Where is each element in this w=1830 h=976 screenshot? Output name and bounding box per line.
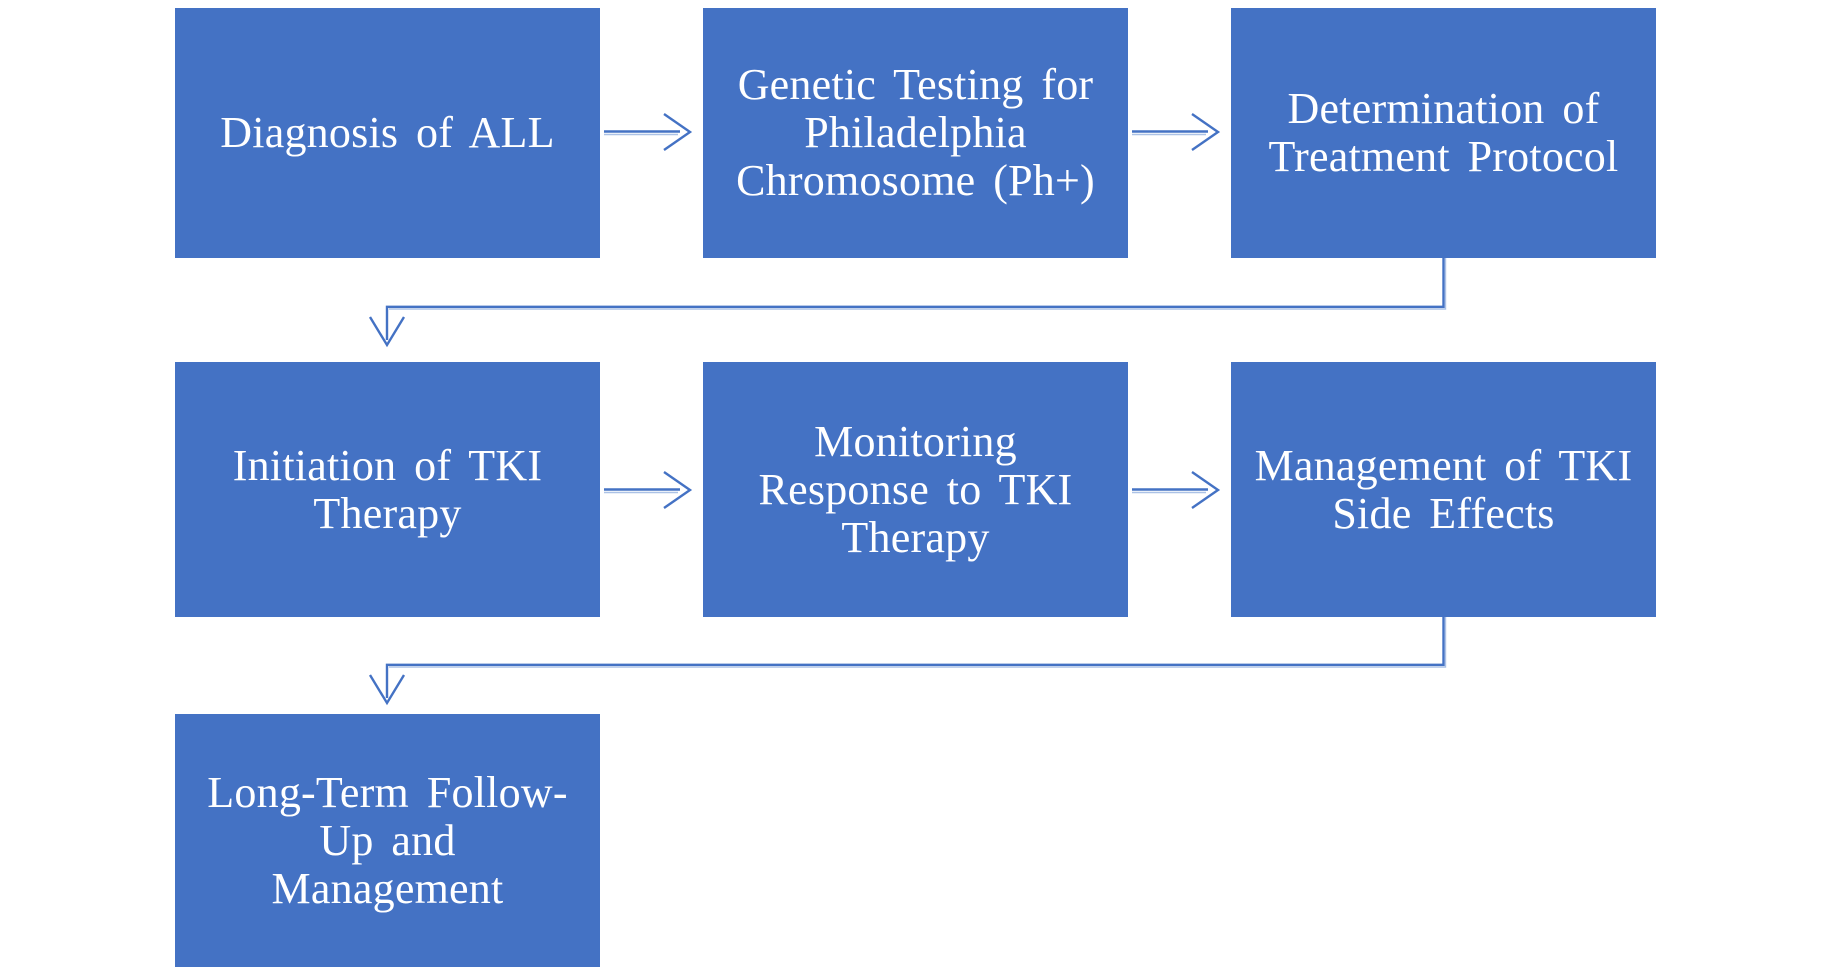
flow-node-genetic-testing: Genetic Testing for Philadelphia Chromos… [703,8,1128,258]
node-text-line: Up and [319,815,456,865]
elbow-highlight [389,258,1447,310]
elbow-highlight [389,617,1447,668]
elbow-shaft [385,258,1445,340]
node-text-line: Chromosome (Ph+) [736,156,1095,205]
connector-tki-monitoring-to-tki-side-effects [1132,471,1221,509]
connector-treatment-protocol-to-tki-initiation [368,258,1447,348]
node-text-line: Response to TKI [758,464,1073,514]
flow-node-long-term-followup: Long-Term Follow- Up and Management [175,714,600,967]
node-text-line: Therapy [313,488,462,538]
arrow-head-icon [663,471,693,509]
node-text-line: Treatment Protocol [1268,132,1619,181]
arrow-head-icon [1191,113,1221,151]
node-text-line: Diagnosis of ALL [220,108,555,157]
arrow-head-icon [1191,471,1221,509]
node-text-line: Therapy [841,512,990,562]
node-text-line: Monitoring [814,416,1017,466]
flow-node-treatment-protocol: Determination of Treatment Protocol [1231,8,1656,258]
node-text-line: Side Effects [1332,488,1555,538]
flow-node-tki-initiation: Initiation of TKI Therapy [175,362,600,617]
node-text-line: Philadelphia [804,108,1027,157]
flow-node-tki-side-effects: Management of TKI Side Effects [1231,362,1656,617]
connector-tki-side-effects-to-long-term-followup [368,617,1447,706]
arrow-head-icon [368,674,406,706]
elbow-shaft [385,617,1445,698]
connector-tki-initiation-to-tki-monitoring [604,471,693,509]
connector-genetic-testing-to-treatment-protocol [1132,113,1221,151]
arrow-head-icon [663,113,693,151]
arrow-head-icon [368,316,406,348]
node-text-line: Genetic Testing for [737,60,1094,109]
flow-node-tki-monitoring: Monitoring Response to TKI Therapy [703,362,1128,617]
node-text-line: Initiation of TKI [232,440,543,490]
node-text-line: Management [271,863,504,913]
flow-node-diagnosis-of-all: Diagnosis of ALL [175,8,600,258]
node-text-line: Determination of [1287,84,1600,133]
node-text-line: Management of TKI [1254,440,1633,490]
connector-diagnosis-to-genetic-testing [604,113,693,151]
node-text-line: Long-Term Follow- [207,767,568,817]
